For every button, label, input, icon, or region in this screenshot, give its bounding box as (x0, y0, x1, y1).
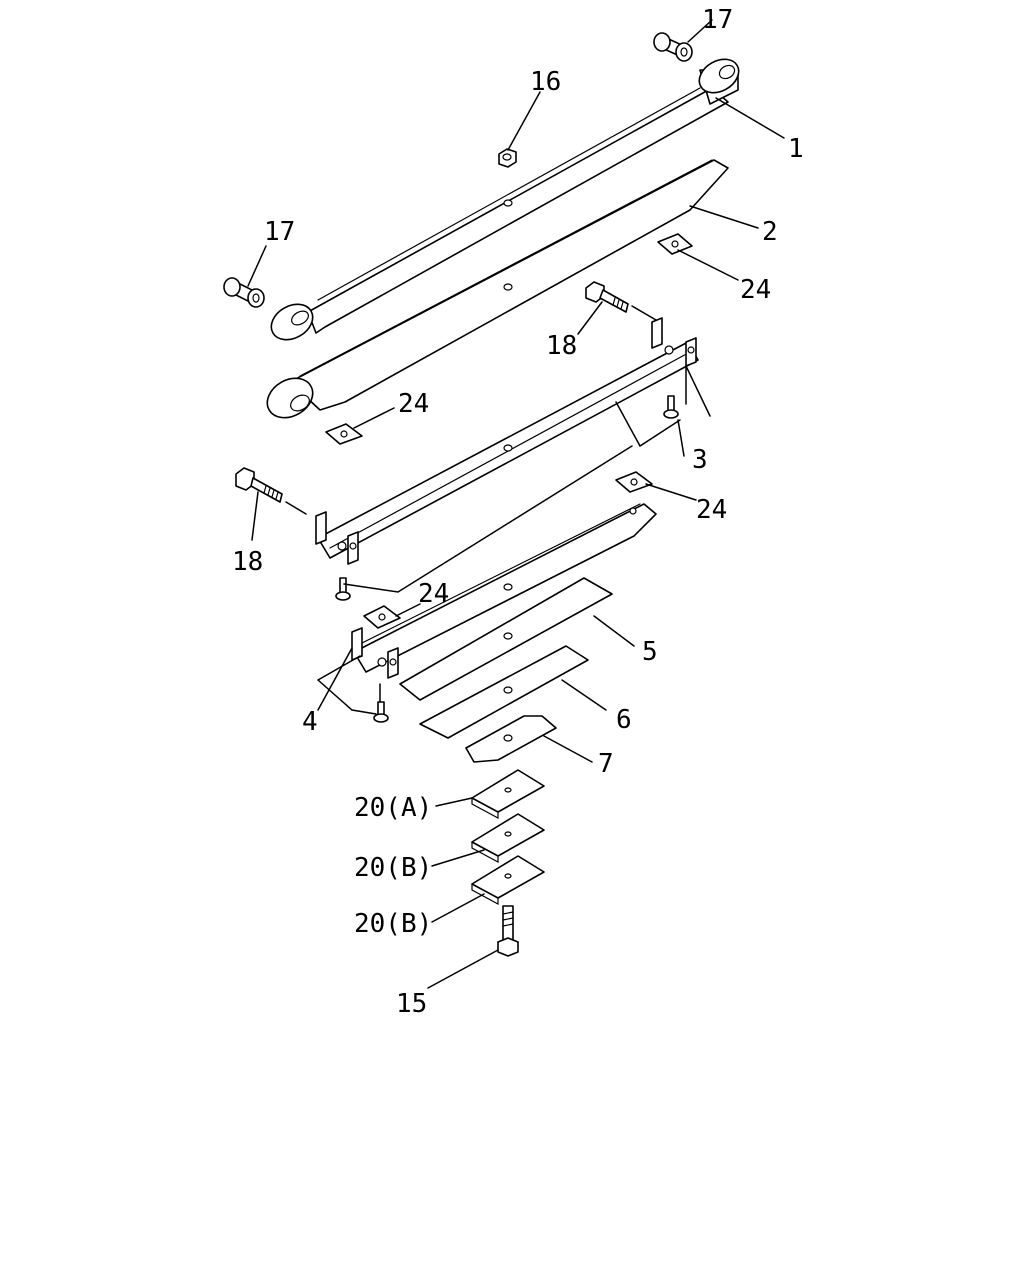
main-leaf-part-1 (270, 58, 740, 341)
leaf-part-6 (419, 645, 589, 739)
callout-4: 4 (302, 707, 318, 737)
clip-leaf-part-3 (315, 317, 699, 601)
callout-5: 5 (642, 637, 658, 667)
callout-24-right: 24 (696, 495, 727, 525)
pad-part-24-c (615, 471, 653, 493)
bolt-part-18-upper (585, 281, 629, 313)
leaf-part-5 (399, 577, 613, 701)
callout-1: 1 (788, 134, 804, 164)
nut-part-16 (498, 148, 517, 168)
callout-24-left: 24 (398, 389, 429, 419)
callout-2: 2 (762, 217, 778, 247)
clip-leaf-part-4 (351, 503, 657, 723)
callout-15: 15 (396, 989, 427, 1019)
callout-3: 3 (692, 445, 708, 475)
callout-7: 7 (598, 749, 614, 779)
callout-17-top: 17 (702, 5, 733, 35)
second-leaf-part-2 (266, 159, 729, 419)
bushing-part-17-left (223, 277, 265, 308)
callout-6: 6 (616, 705, 632, 735)
callout-16: 16 (530, 67, 561, 97)
leader-lines (247, 19, 785, 989)
spacer-part-20-b-1 (471, 813, 545, 864)
callout-24-top: 24 (740, 275, 771, 305)
pad-part-24-a (657, 233, 693, 255)
callout-20b-2: 20(B) (354, 909, 432, 939)
callout-20a: 20(A) (354, 793, 432, 823)
leaf-part-7 (465, 715, 557, 763)
center-bolt-part-15 (497, 905, 519, 957)
callout-24-lower: 24 (418, 579, 449, 609)
spacer-part-20-b-2 (471, 855, 545, 906)
pad-part-24-d (363, 605, 401, 629)
bolt-part-18-lower (235, 467, 283, 503)
pad-part-24-b (325, 423, 363, 445)
callout-18-upper: 18 (546, 331, 577, 361)
bushing-part-17-top (653, 32, 693, 62)
callout-18-lower: 18 (232, 547, 263, 577)
callout-20b-1: 20(B) (354, 853, 432, 883)
spacer-part-20-a (471, 769, 545, 820)
callout-17-left: 17 (264, 217, 295, 247)
